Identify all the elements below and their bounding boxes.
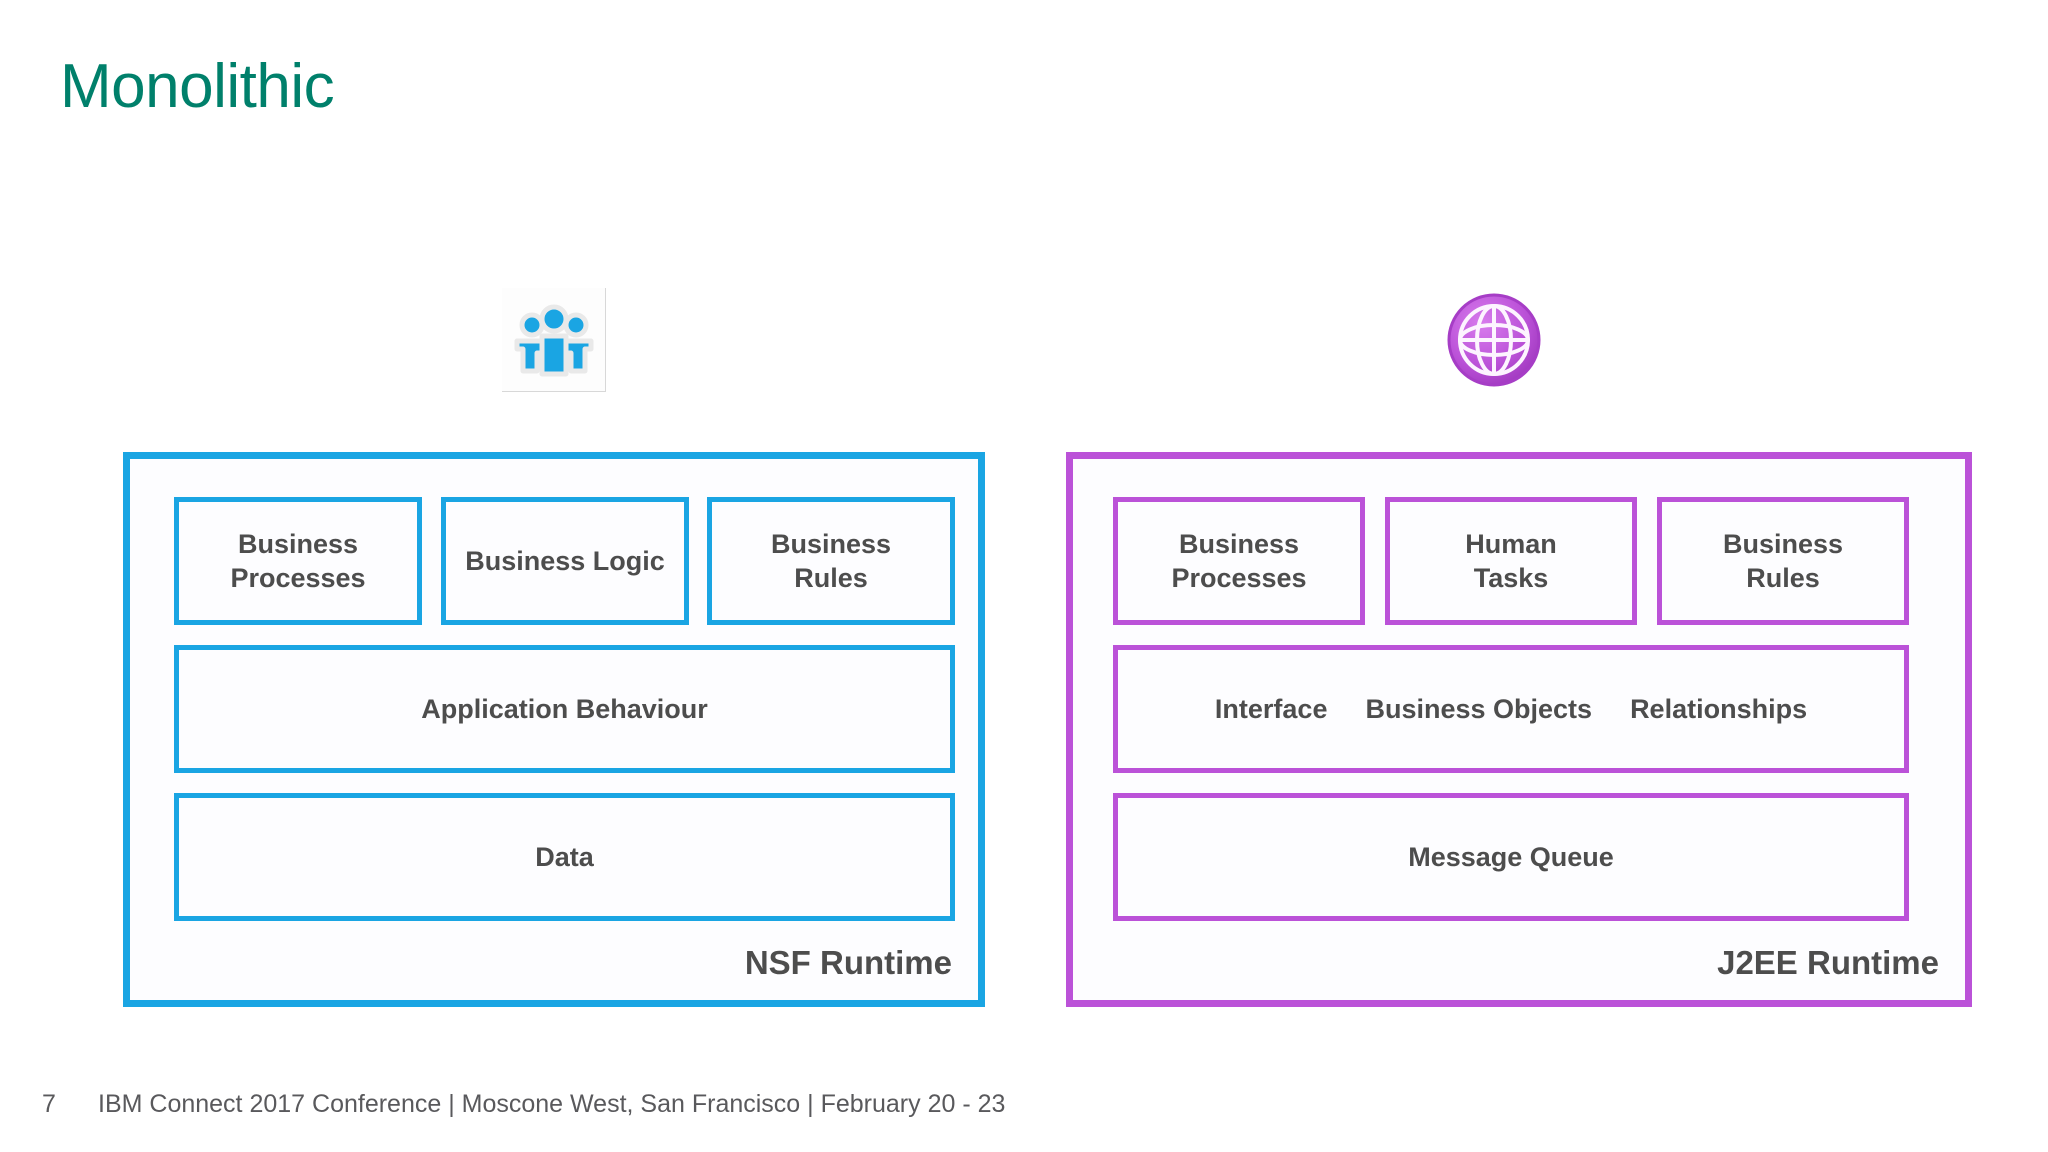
block-label: Business Logic bbox=[465, 545, 665, 576]
people-icon-frame bbox=[502, 288, 606, 392]
block-j2ee-human-tasks: Human Tasks bbox=[1385, 497, 1637, 625]
block-nsf-data: Data bbox=[174, 793, 955, 921]
page-number: 7 bbox=[42, 1089, 56, 1118]
word-interface: Interface bbox=[1214, 693, 1328, 724]
block-label: Data bbox=[535, 841, 594, 872]
block-label: Message Queue bbox=[1408, 841, 1614, 872]
block-j2ee-business-rules: Business Rules bbox=[1657, 497, 1909, 625]
block-label: Business Processes bbox=[1171, 528, 1307, 593]
block-label: Business Rules bbox=[1722, 528, 1844, 593]
word-relationships: Relationships bbox=[1630, 693, 1808, 724]
panel-j2ee-runtime: Business Processes Human Tasks Business … bbox=[1066, 452, 1972, 1007]
block-j2ee-message-queue: Message Queue bbox=[1113, 793, 1909, 921]
people-icon-glyph bbox=[514, 304, 593, 376]
footer-text: IBM Connect 2017 Conference | Moscone We… bbox=[98, 1089, 1006, 1118]
block-label: Business Processes bbox=[230, 528, 366, 593]
block-nsf-business-logic: Business Logic bbox=[441, 497, 689, 625]
block-label: Business Rules bbox=[770, 528, 892, 593]
panel-nsf-runtime: Business Processes Business Logic Busine… bbox=[123, 452, 985, 1007]
block-label: Human Tasks bbox=[1465, 528, 1557, 593]
block-label: Application Behaviour bbox=[421, 693, 708, 724]
block-j2ee-business-processes: Business Processes bbox=[1113, 497, 1365, 625]
nsf-runtime-caption: NSF Runtime bbox=[744, 944, 952, 981]
people-icon bbox=[500, 286, 608, 394]
j2ee-runtime-caption: J2EE Runtime bbox=[1717, 944, 1939, 981]
word-row: Interface Business Objects Relationships bbox=[1118, 692, 1904, 726]
block-nsf-business-processes: Business Processes bbox=[174, 497, 422, 625]
block-nsf-business-rules: Business Rules bbox=[707, 497, 955, 625]
globe-icon-glyph bbox=[1447, 293, 1541, 387]
slide-footer: 7 IBM Connect 2017 Conference | Moscone … bbox=[0, 1084, 2048, 1124]
block-j2ee-interface-objects-relationships: Interface Business Objects Relationships bbox=[1113, 645, 1909, 773]
word-business-objects: Business Objects bbox=[1365, 693, 1593, 724]
block-nsf-application-behaviour: Application Behaviour bbox=[174, 645, 955, 773]
page-title: Monolithic bbox=[60, 52, 335, 121]
globe-icon bbox=[1440, 286, 1548, 394]
